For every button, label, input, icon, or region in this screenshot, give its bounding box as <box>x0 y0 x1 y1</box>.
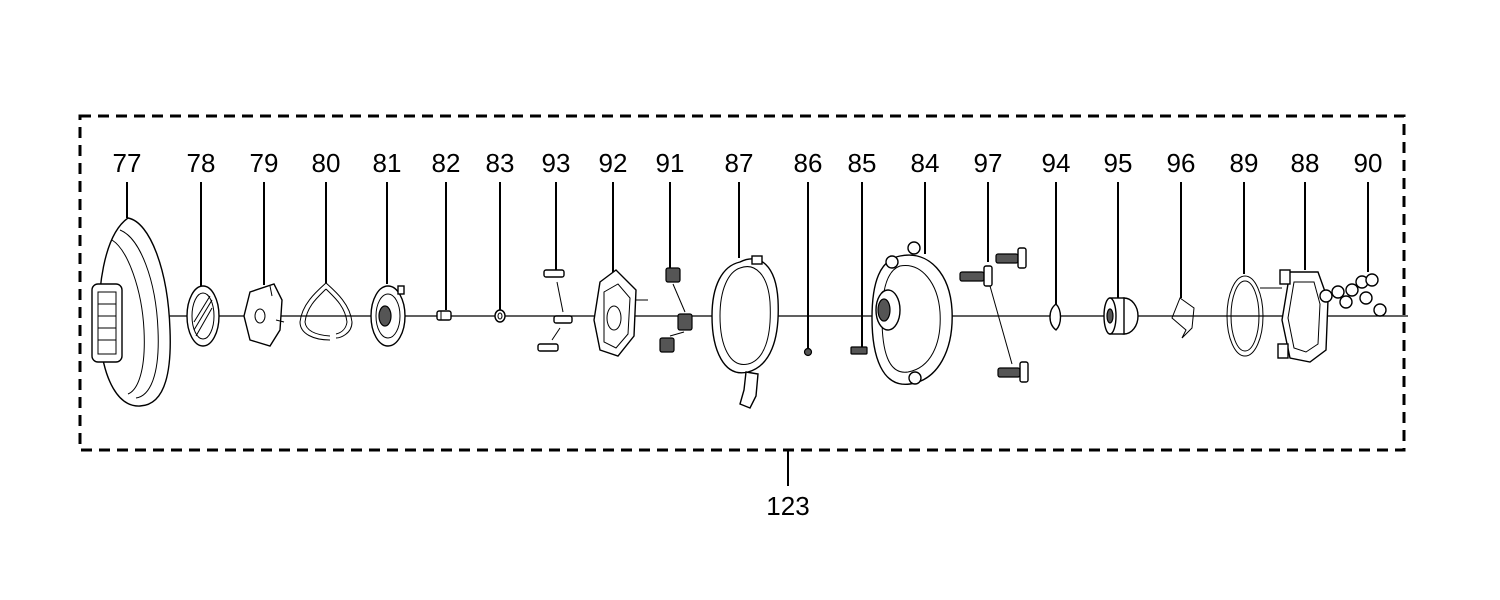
part-label-85: 85 <box>848 148 877 348</box>
cap-94-drawing <box>1049 303 1062 331</box>
ball-86-drawing <box>803 347 813 357</box>
bearing-95-drawing <box>1103 297 1139 335</box>
side-cover-77-drawing <box>91 217 171 407</box>
part-label-94: 94 <box>1042 148 1071 304</box>
svg-text:95: 95 <box>1104 148 1133 178</box>
mounting-screws-97-drawing <box>959 247 1029 383</box>
assembly-label: 123 <box>766 491 809 521</box>
svg-text:77: 77 <box>113 148 142 178</box>
side-plate-84-drawing <box>871 241 953 385</box>
part-label-86: 86 <box>794 148 823 350</box>
svg-text:86: 86 <box>794 148 823 178</box>
gear-81-drawing <box>370 285 406 347</box>
part-label-95: 95 <box>1104 148 1133 298</box>
brake-housing-88-drawing <box>1260 269 1329 363</box>
part-label-87: 87 <box>725 148 754 258</box>
ring-89-drawing <box>1226 275 1264 357</box>
spring-clip-80-drawing <box>299 282 353 341</box>
part-label-92: 92 <box>599 148 628 276</box>
svg-text:93: 93 <box>542 148 571 178</box>
svg-text:80: 80 <box>312 148 341 178</box>
part-label-96: 96 <box>1167 148 1196 298</box>
svg-text:85: 85 <box>848 148 877 178</box>
svg-text:92: 92 <box>599 148 628 178</box>
washer-83-drawing <box>494 309 506 323</box>
svg-text:94: 94 <box>1042 148 1071 178</box>
brake-weights-90-drawing <box>1319 273 1387 317</box>
frame-ring-87-drawing <box>711 255 779 409</box>
part-label-83: 83 <box>486 148 515 310</box>
part-label-91: 91 <box>656 148 685 268</box>
svg-text:97: 97 <box>974 148 1003 178</box>
svg-text:88: 88 <box>1291 148 1320 178</box>
svg-text:96: 96 <box>1167 148 1196 178</box>
part-label-97: 97 <box>974 148 1003 262</box>
part-label-79: 79 <box>250 148 279 285</box>
svg-text:79: 79 <box>250 148 279 178</box>
knob-78-drawing <box>186 285 220 347</box>
plate-79-drawing <box>243 283 285 347</box>
part-label-89: 89 <box>1230 148 1259 274</box>
svg-text:90: 90 <box>1354 148 1383 178</box>
svg-text:84: 84 <box>911 148 940 178</box>
part-label-93: 93 <box>542 148 571 270</box>
svg-text:82: 82 <box>432 148 461 178</box>
svg-text:83: 83 <box>486 148 515 178</box>
springs-91-drawing <box>659 267 693 353</box>
part-label-82: 82 <box>432 148 461 310</box>
part-label-81: 81 <box>373 148 402 284</box>
svg-text:91: 91 <box>656 148 685 178</box>
svg-text:81: 81 <box>373 148 402 178</box>
pin-82-drawing <box>436 310 452 321</box>
screws-93-drawing <box>537 269 573 352</box>
wire-spring-96-drawing <box>1171 297 1195 339</box>
small-spring-85-drawing <box>850 346 868 355</box>
svg-text:78: 78 <box>187 148 216 178</box>
part-label-84: 84 <box>911 148 940 254</box>
bracket-92-drawing <box>593 269 648 357</box>
svg-text:89: 89 <box>1230 148 1259 178</box>
part-label-88: 88 <box>1291 148 1320 270</box>
part-label-90: 90 <box>1354 148 1383 272</box>
svg-text:87: 87 <box>725 148 754 178</box>
part-label-78: 78 <box>187 148 216 287</box>
part-label-80: 80 <box>312 148 341 283</box>
part-label-77: 77 <box>113 148 142 218</box>
